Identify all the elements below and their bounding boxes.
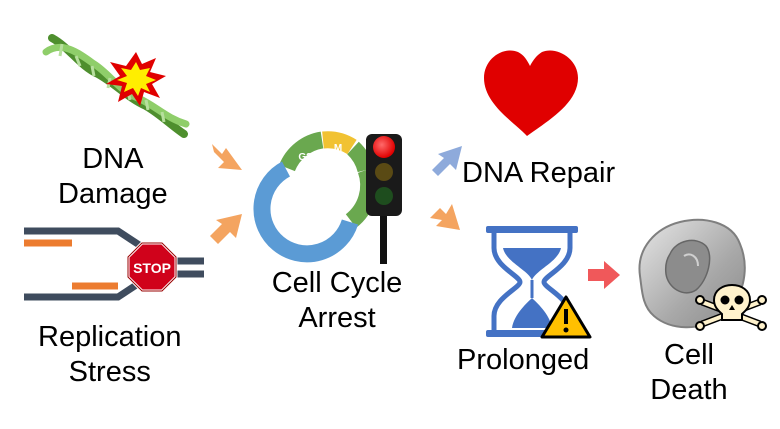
cell-cycle-ring bbox=[253, 131, 378, 263]
phase-label-g2: G2 bbox=[298, 152, 312, 163]
label-dna-damage-line1: DNA bbox=[82, 143, 144, 175]
label-cell-cycle-arrest-line2: Arrest bbox=[298, 302, 376, 334]
label-replication-stress: Replication Stress bbox=[38, 320, 181, 390]
explosion-icon bbox=[106, 52, 166, 106]
red-light bbox=[373, 136, 395, 158]
phase-m-segment bbox=[322, 131, 357, 155]
phase-s-segment bbox=[253, 161, 359, 263]
skull-crossbones-icon bbox=[695, 284, 767, 331]
phase-g1-segment-upper bbox=[346, 141, 375, 173]
label-cell-death-line2: Death bbox=[650, 374, 728, 406]
label-dna-damage: DNA Damage bbox=[58, 142, 168, 212]
heart-icon bbox=[484, 50, 578, 137]
label-cell-cycle-arrest-line1: Cell Cycle bbox=[271, 267, 403, 299]
arrow-arrest-to-repair bbox=[432, 146, 462, 176]
stop-sign-icon: STOP bbox=[126, 241, 178, 293]
traffic-light-icon bbox=[366, 134, 402, 264]
arrow-damage-to-arrest bbox=[212, 144, 242, 170]
label-prolonged: Prolonged bbox=[457, 344, 590, 376]
arrow-prolonged-to-death bbox=[588, 261, 620, 289]
label-replication-stress-line2: Stress bbox=[68, 356, 151, 388]
label-cell-cycle-arrest: Cell Cycle Arrest bbox=[262, 266, 412, 336]
label-cell-death-line1: Cell bbox=[664, 339, 714, 371]
label-cell-death: Cell Death bbox=[644, 338, 734, 408]
arrow-stress-to-arrest bbox=[210, 214, 242, 244]
stop-sign-text: STOP bbox=[133, 260, 171, 276]
phase-label-m: M bbox=[334, 143, 342, 154]
green-light bbox=[375, 187, 393, 205]
warning-icon bbox=[540, 295, 592, 339]
yellow-light bbox=[375, 163, 393, 181]
label-dna-repair: DNA Repair bbox=[462, 157, 616, 189]
arrow-arrest-to-prolonged bbox=[430, 204, 460, 230]
phase-g2-segment bbox=[279, 131, 324, 172]
label-dna-damage-line2: Damage bbox=[58, 178, 168, 210]
replication-fork-icon bbox=[24, 227, 204, 301]
dna-helix-icon bbox=[42, 34, 190, 138]
phase-label-s: S bbox=[297, 228, 304, 239]
label-replication-stress-line1: Replication bbox=[38, 321, 182, 353]
